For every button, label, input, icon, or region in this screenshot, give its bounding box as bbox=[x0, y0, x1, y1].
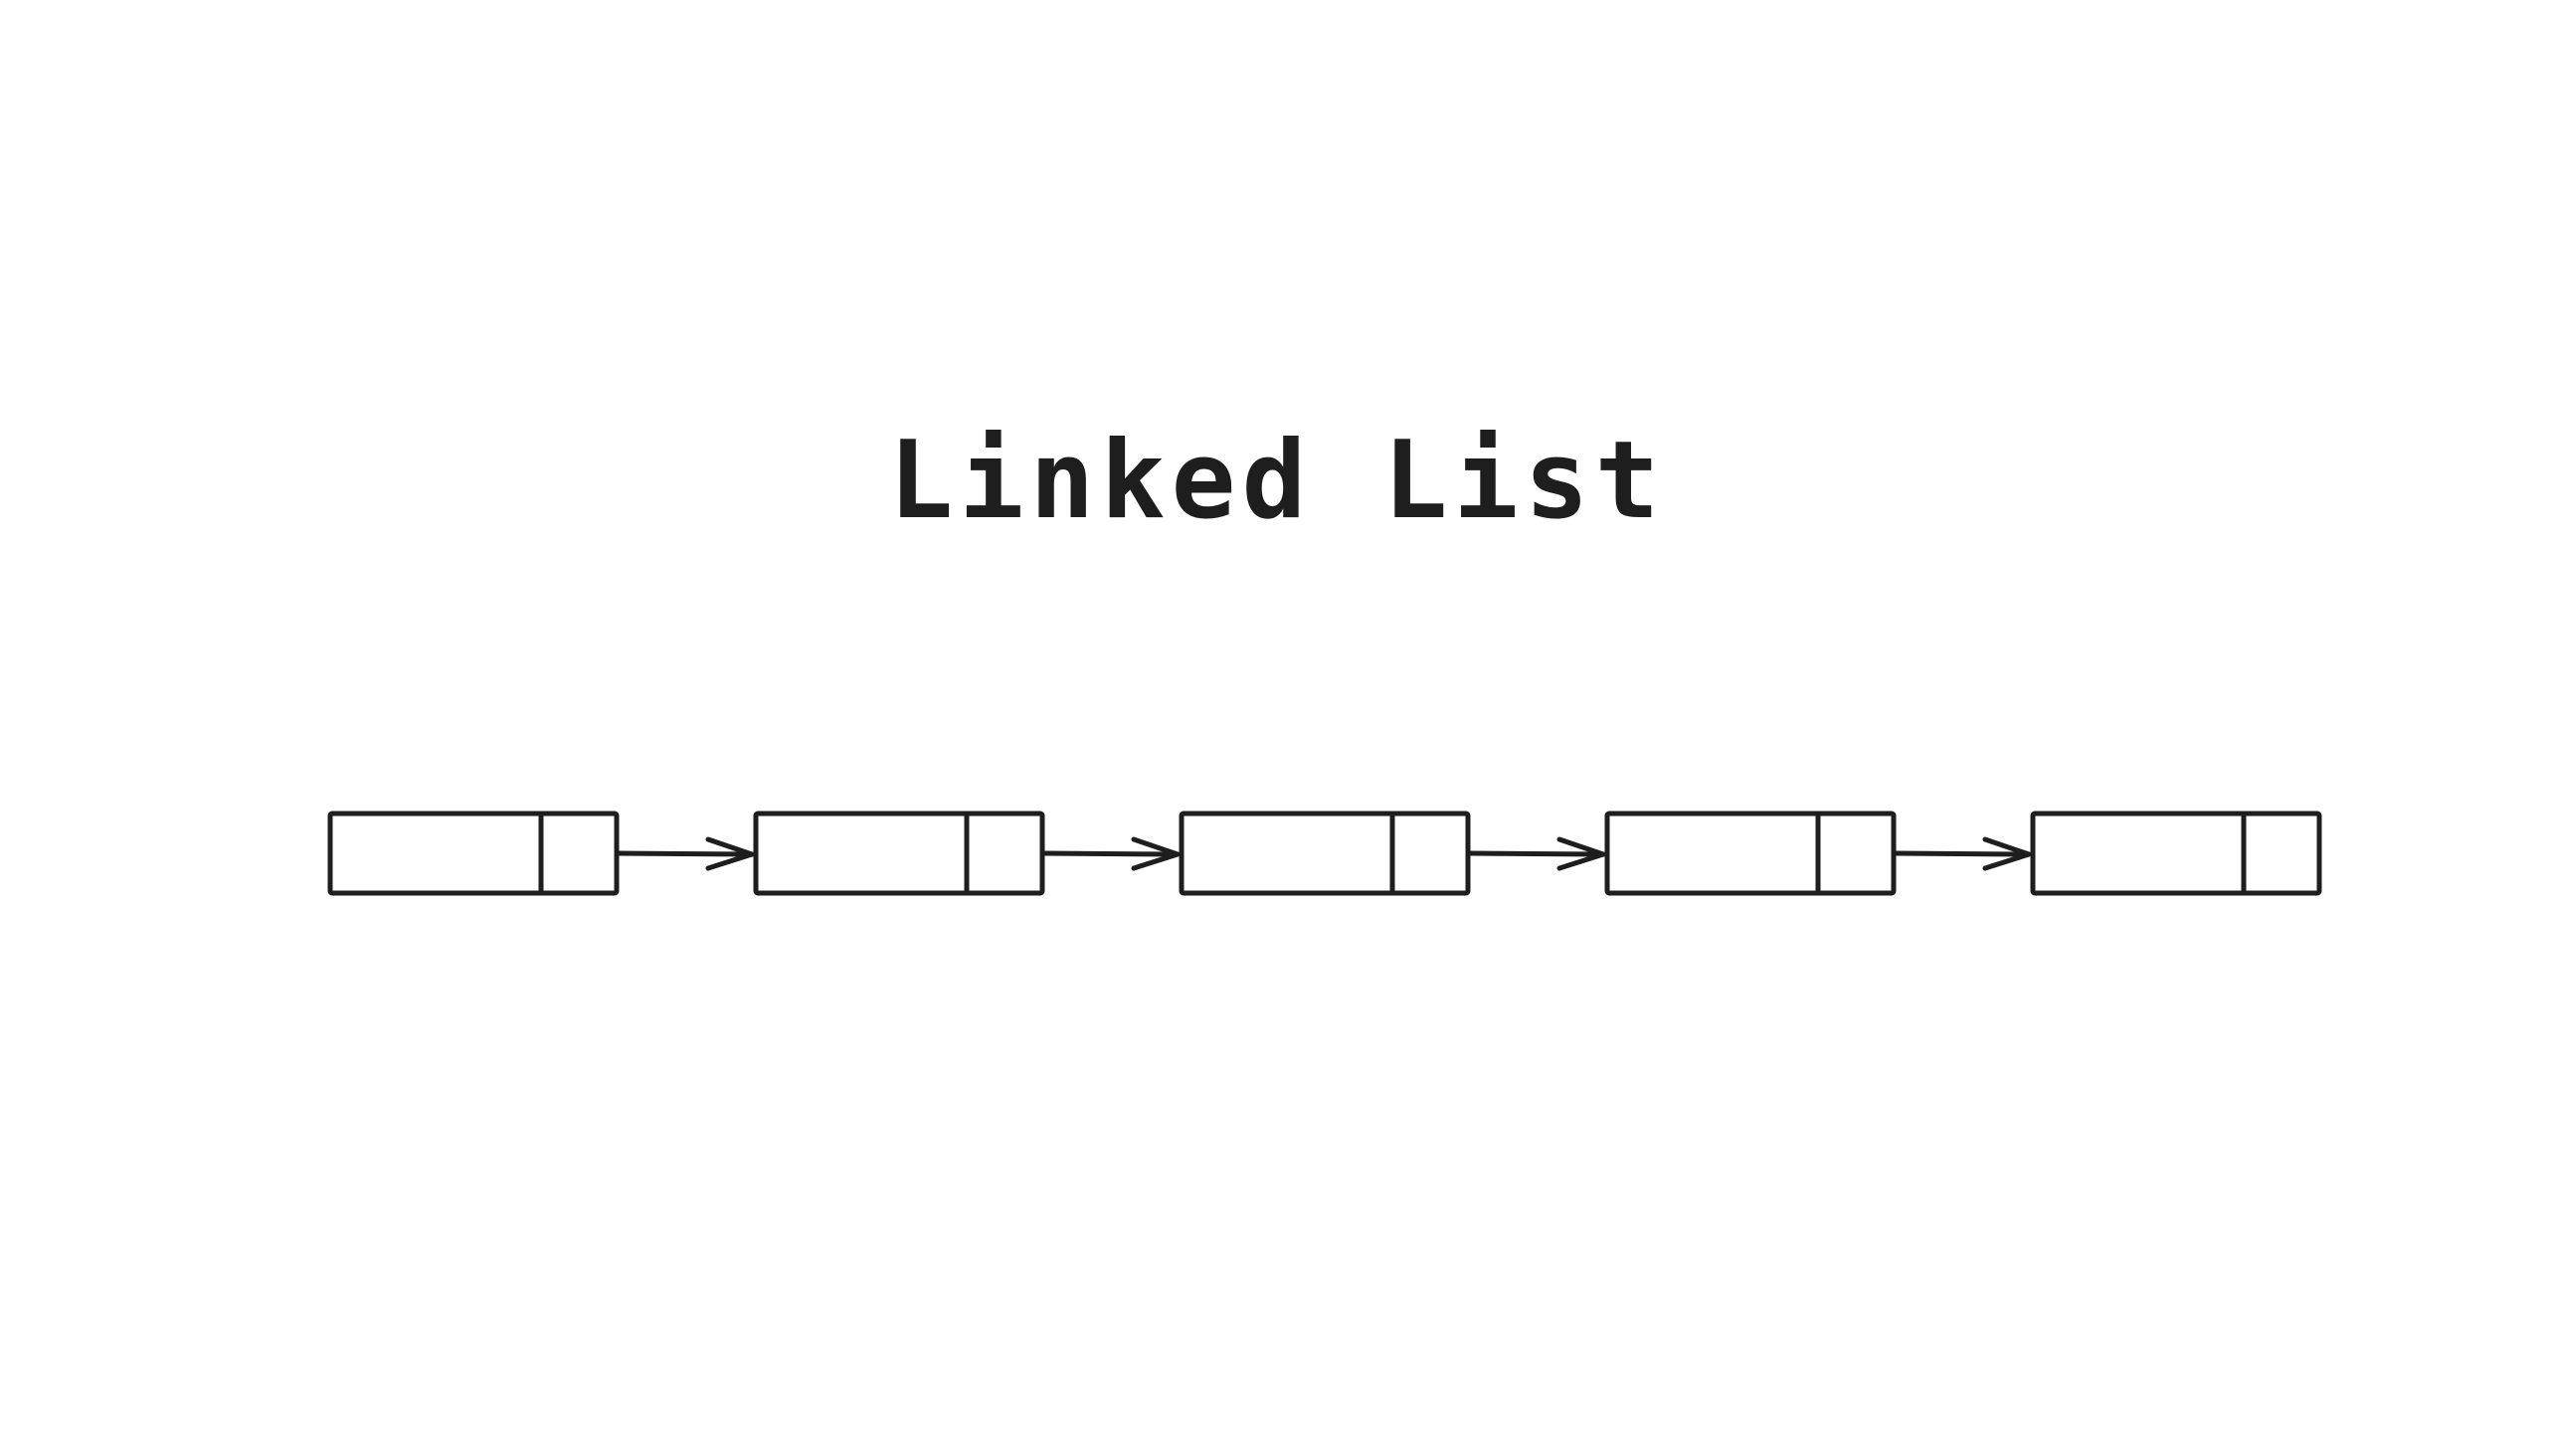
arrow-shaft bbox=[616, 850, 755, 857]
list-node bbox=[1179, 811, 1471, 896]
node-data-field bbox=[1604, 811, 1897, 896]
list-node bbox=[2030, 811, 2322, 896]
arrow-shaft bbox=[1467, 850, 1606, 857]
node-data-field bbox=[327, 811, 620, 896]
next-pointer-arrow bbox=[1041, 836, 1181, 871]
arrow-head bbox=[705, 836, 755, 871]
list-node bbox=[327, 811, 620, 896]
node-data-field bbox=[753, 811, 1045, 896]
diagram-title: Linked List bbox=[888, 419, 1666, 543]
arrow-head bbox=[1131, 836, 1181, 871]
next-pointer-arrow bbox=[1893, 836, 2032, 871]
arrow-shaft bbox=[1041, 850, 1181, 857]
next-pointer-arrow bbox=[1467, 836, 1606, 871]
arrow-shaft bbox=[1893, 850, 2032, 857]
list-node bbox=[753, 811, 1045, 896]
arrow-head bbox=[1982, 836, 2032, 871]
node-data-field bbox=[1179, 811, 1471, 896]
node-data-field bbox=[2030, 811, 2322, 896]
next-pointer-arrow bbox=[616, 836, 755, 871]
arrow-head bbox=[1556, 836, 1606, 871]
list-node bbox=[1604, 811, 1897, 896]
